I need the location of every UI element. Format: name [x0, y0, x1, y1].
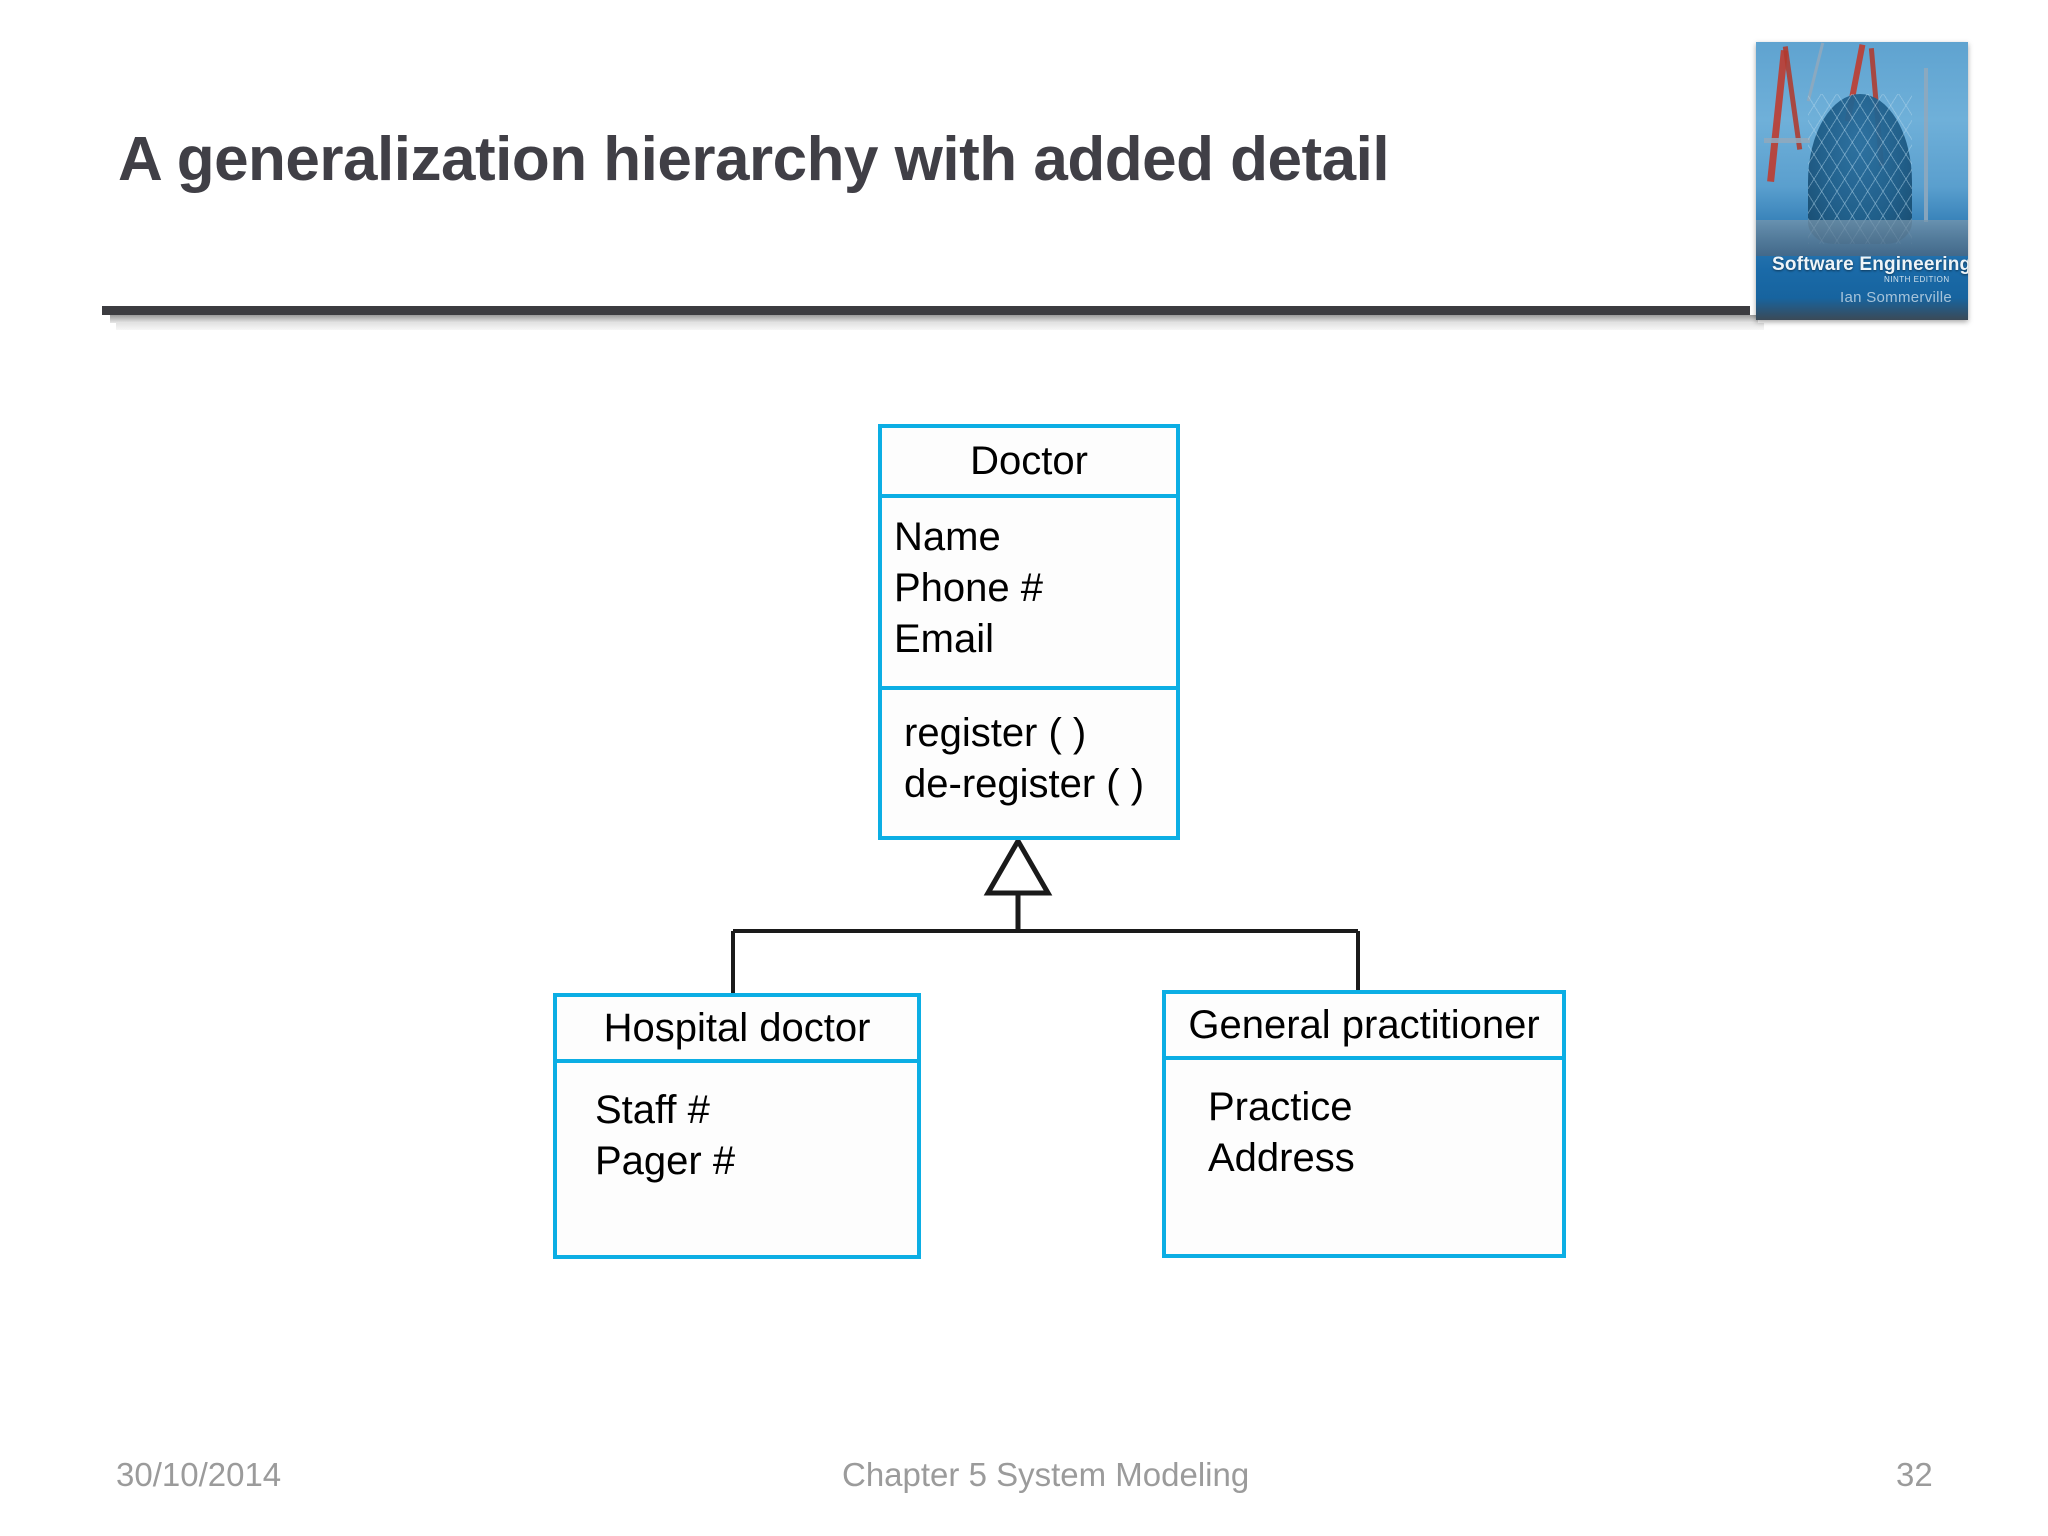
book-cover-author: Ian Sommerville [1840, 289, 1953, 306]
attribute-item: Name [894, 515, 1001, 559]
uml-class-hospital-doctor-attributes: Staff # Pager # [557, 1063, 917, 1259]
book-cover-edition: NINTH EDITION [1884, 275, 1950, 284]
attribute-item: Email [894, 617, 995, 662]
title-divider-shadow [110, 315, 1758, 323]
attribute-item: Staff # [595, 1088, 710, 1132]
gherkin-building [1808, 94, 1912, 244]
operation-item: de-register ( ) [904, 762, 1145, 807]
footer-page-number: 32 [1896, 1456, 1933, 1493]
uml-class-general-practitioner-name: General practitioner [1166, 994, 1562, 1060]
skyline-band [1756, 220, 1968, 256]
footer-date: 30/10/2014 [116, 1456, 282, 1493]
uml-class-doctor[interactable]: Doctor Name Phone # Email register ( ) d… [878, 424, 1180, 840]
attribute-item: Address [1208, 1136, 1355, 1181]
page-title: A generalization hierarchy with added de… [118, 125, 1390, 194]
title-divider-rule [102, 306, 1750, 315]
book-cover-image: Software Engineering NINTH EDITION Ian S… [1756, 42, 1968, 320]
uml-class-doctor-attributes: Name Phone # Email [882, 498, 1176, 690]
uml-class-doctor-name: Doctor [882, 428, 1176, 498]
attribute-item: Phone # [894, 566, 1044, 611]
uml-class-hospital-doctor-name: Hospital doctor [557, 997, 917, 1063]
title-divider-shadow-soft [116, 323, 1764, 330]
attribute-item: Practice [1208, 1085, 1353, 1129]
uml-class-doctor-operations: register ( ) de-register ( ) [882, 690, 1176, 836]
uml-class-general-practitioner-attributes: Practice Address [1166, 1060, 1562, 1258]
gherkin-lattice [1808, 94, 1912, 244]
attribute-item: Pager # [595, 1139, 736, 1184]
operation-item: register ( ) [904, 711, 1087, 755]
tower-mast [1924, 68, 1928, 222]
generalization-triangle [983, 835, 1053, 896]
crane-jib-2 [1764, 138, 1810, 143]
footer-chapter-title: Chapter 5 System Modeling [842, 1456, 1250, 1493]
book-cover-title: Software Engineering [1772, 254, 1968, 275]
uml-class-hospital-doctor[interactable]: Hospital doctor Staff # Pager # [553, 993, 921, 1259]
uml-class-general-practitioner[interactable]: General practitioner Practice Address [1162, 990, 1566, 1258]
